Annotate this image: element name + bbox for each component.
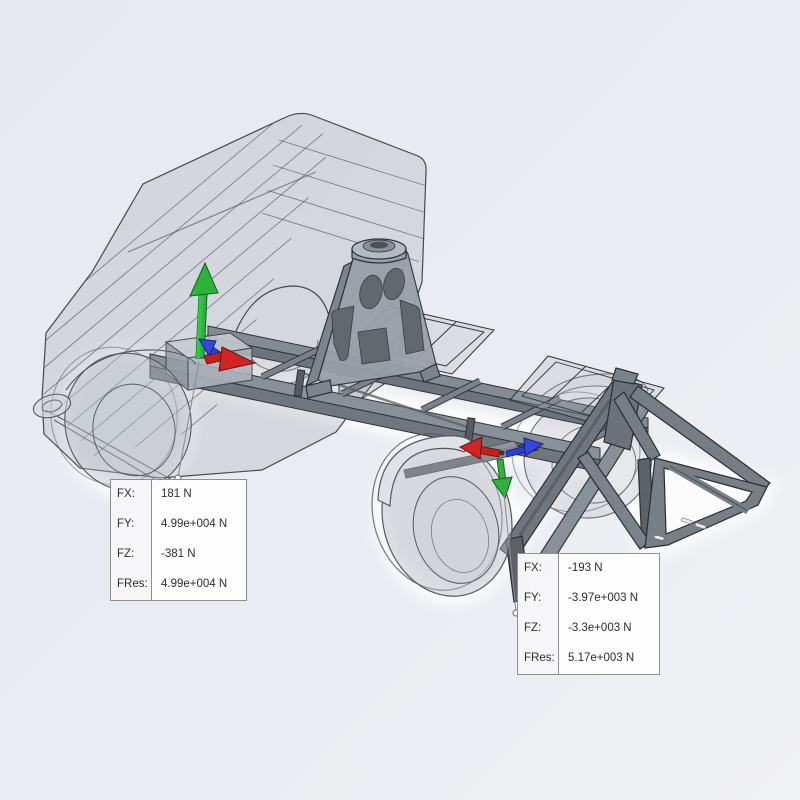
callout-row-label: FY: [518, 584, 559, 614]
callout-row-label: FZ: [111, 540, 152, 570]
rear-mast-tip [611, 367, 639, 385]
tower-cutouts [331, 267, 425, 365]
rear-force-arrow-left-head [458, 436, 483, 460]
tower-foot-right [419, 363, 441, 383]
callout-row-value: 4.99e+004 N [161, 578, 228, 591]
shackle-bracket-1 [293, 369, 306, 397]
bumper-end-cylinder [32, 393, 72, 419]
rear-brace-slot [518, 399, 612, 536]
callout-row-value: -381 N [161, 548, 196, 561]
rack-slots [653, 517, 707, 541]
sill-lines [45, 409, 173, 487]
callout-row-label: FRes: [111, 570, 152, 600]
rear-rack-frame [644, 457, 768, 549]
front-wheel[interactable] [31, 337, 202, 501]
callout-row-label: FRes: [518, 644, 559, 674]
callout-row-value: 4.99e+004 N [161, 518, 228, 531]
callout-row-value: 5.17e+003 N [568, 652, 635, 665]
callout-row-value: 181 N [161, 488, 192, 501]
callout-row-label: FX: [111, 480, 152, 510]
callout-row-value: -193 N [568, 562, 603, 575]
rear-force-arrow-down-head [491, 476, 513, 500]
front-callout-leader [177, 361, 200, 478]
rear-wheel-near[interactable] [356, 420, 528, 610]
front-force-arrows [189, 261, 257, 372]
callout-row-label: FX: [518, 554, 559, 584]
callout-row-value: -3.3e+003 N [568, 622, 632, 635]
rear-reaction-force-callout[interactable]: FX: -193 N FY: -3.97e+003 N FZ: -3.3e+00… [517, 553, 660, 675]
rear-force-arrows [458, 436, 545, 500]
rear-force-arrow-right-head [523, 437, 545, 457]
rear-callout-leader [503, 493, 517, 613]
rear-beam-lower [577, 451, 651, 550]
callout-row-value: -3.97e+003 N [568, 592, 639, 605]
rear-support-frame[interactable] [499, 367, 771, 603]
front-force-arrow-up-head [189, 261, 219, 297]
mounting-tower[interactable] [304, 238, 441, 399]
callout-row-label: FY: [111, 510, 152, 540]
callout-row-label: FZ: [518, 614, 559, 644]
far-rear-fender-arc [231, 285, 333, 343]
tower-foot-left [305, 379, 333, 399]
front-reaction-force-callout[interactable]: FX: 181 N FY: 4.99e+004 N FZ: -381 N FRe… [110, 479, 247, 601]
windshield-break-line [127, 171, 317, 253]
front-fender-arc [65, 349, 197, 391]
